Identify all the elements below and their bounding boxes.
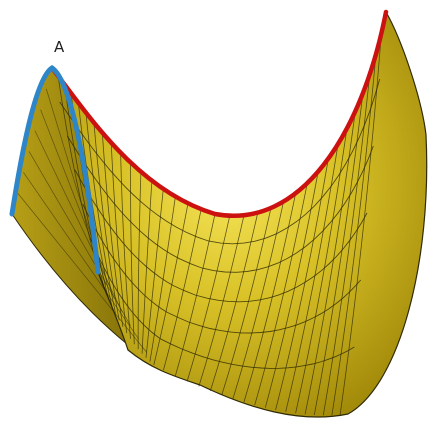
mesh-ruling-line bbox=[209, 212, 259, 392]
end-face-mesh-line bbox=[17, 192, 148, 353]
mesh-ruling-line bbox=[243, 193, 297, 403]
mesh-ruling-line bbox=[145, 188, 164, 358]
mesh-ruling-line bbox=[264, 171, 319, 408]
mesh-ruling-line bbox=[232, 201, 284, 399]
mesh-ruling-line bbox=[285, 143, 339, 412]
mesh-ruling-line bbox=[174, 213, 216, 377]
mesh-ruling-line bbox=[313, 93, 364, 415]
mesh-ruling-line bbox=[110, 142, 128, 334]
mesh-cross-line bbox=[82, 203, 362, 334]
mesh-ruling-line bbox=[295, 128, 348, 414]
mesh-ruling-line bbox=[93, 122, 120, 321]
mesh-cross-line bbox=[89, 237, 355, 369]
end-face-mesh-line bbox=[40, 109, 115, 300]
mesh-cross-line bbox=[74, 169, 368, 303]
mesh-ruling-line bbox=[198, 215, 245, 387]
front-edge-curve bbox=[49, 9, 389, 218]
mesh-ruling-line bbox=[254, 183, 308, 406]
mesh-ruling-line bbox=[304, 111, 356, 415]
mesh-cross-line bbox=[66, 135, 374, 273]
mesh-ruling-line bbox=[130, 162, 135, 345]
mesh-ruling-line bbox=[141, 180, 153, 354]
mesh-ruling-line bbox=[153, 203, 189, 366]
mesh-cross-line bbox=[59, 78, 381, 245]
side-edge-curve bbox=[9, 65, 101, 275]
mesh-ruling-line bbox=[331, 54, 377, 416]
mesh-ruling-line bbox=[322, 73, 371, 416]
mesh-ruling-line bbox=[149, 196, 176, 362]
mesh-ruling-line bbox=[186, 215, 231, 382]
mesh-ruling-line bbox=[163, 209, 202, 371]
point-a-label: A bbox=[54, 38, 65, 56]
mesh-ruling-line bbox=[275, 158, 329, 410]
end-face-mesh-line bbox=[23, 172, 139, 340]
mesh-ruling-line bbox=[137, 171, 142, 350]
mesh-ruling-line bbox=[221, 207, 272, 396]
mesh-ruling-line bbox=[120, 152, 131, 339]
